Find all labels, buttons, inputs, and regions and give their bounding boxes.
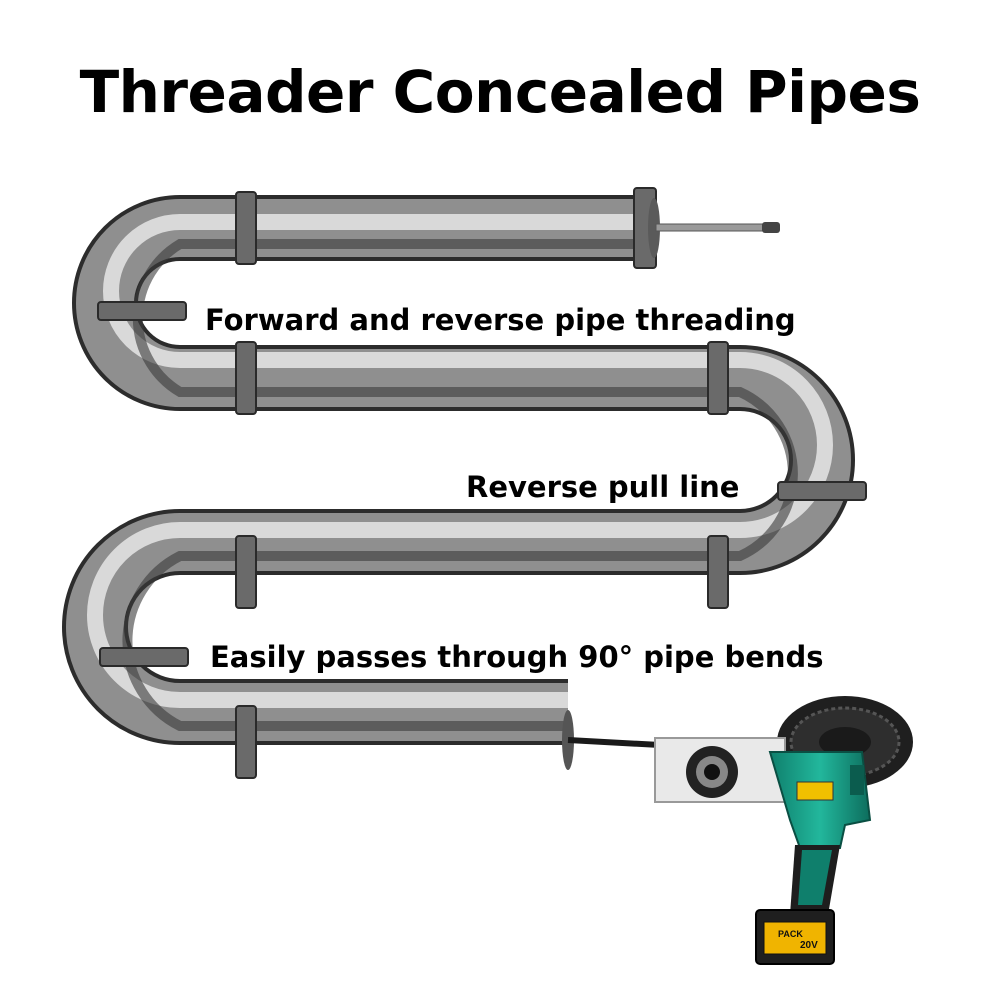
page-title: Threader Concealed Pipes [79, 58, 921, 126]
battery-brand: PACK [778, 929, 803, 939]
caption-reverse-pull: Reverse pull line [466, 470, 740, 504]
battery-voltage: 20V [800, 940, 818, 951]
caption-forward-reverse: Forward and reverse pipe threading [205, 303, 796, 337]
threader-tool: PACK 20V [654, 696, 913, 965]
caption-pipe-bends: Easily passes through 90° pipe bends [210, 640, 824, 674]
pipe-end-top [648, 198, 660, 258]
pipe-flanges [97, 187, 867, 779]
threading-rod-tip [655, 222, 780, 233]
